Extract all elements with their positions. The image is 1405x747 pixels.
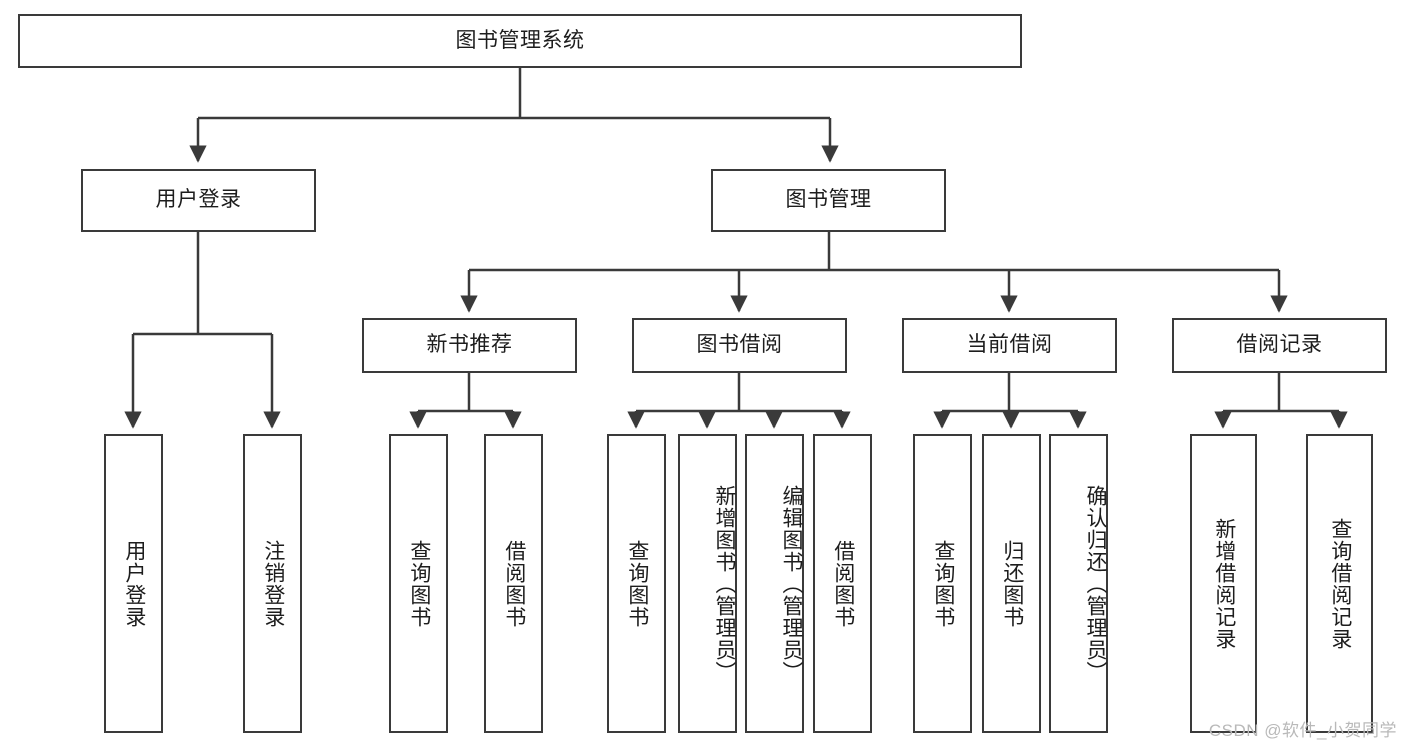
- node-label-root: 图书管理系统: [455, 28, 585, 52]
- node-label-leaf-query-book-2: 查询图书: [625, 539, 649, 628]
- node-user-login[interactable]: 用户登录: [81, 169, 316, 232]
- node-book-borrow[interactable]: 图书借阅: [632, 318, 847, 373]
- node-label-book-borrow: 图书借阅: [696, 333, 783, 357]
- node-leaf-query-book-1[interactable]: 查询图书: [389, 434, 448, 733]
- node-leaf-borrow-book-1[interactable]: 借阅图书: [484, 434, 543, 733]
- node-book-manage[interactable]: 图书管理: [711, 169, 946, 232]
- node-current-borrow[interactable]: 当前借阅: [902, 318, 1117, 373]
- node-leaf-query-record[interactable]: 查询借阅记录: [1306, 434, 1373, 733]
- node-leaf-add-record[interactable]: 新增借阅记录: [1190, 434, 1257, 733]
- node-label-leaf-borrow-book-1: 借阅图书: [502, 539, 526, 628]
- node-label-leaf-query-book-3: 查询图书: [931, 539, 955, 628]
- node-label-new-book-recommend: 新书推荐: [426, 333, 513, 357]
- watermark: CSDN @软件_小贺同学: [1208, 721, 1397, 740]
- node-label-leaf-confirm-return: 确认归还（管理员）: [1084, 484, 1107, 683]
- node-leaf-query-book-3[interactable]: 查询图书: [913, 434, 972, 733]
- node-leaf-query-book-2[interactable]: 查询图书: [607, 434, 666, 733]
- node-label-book-manage: 图书管理: [785, 188, 872, 212]
- node-borrow-record[interactable]: 借阅记录: [1172, 318, 1387, 373]
- node-leaf-add-book[interactable]: 新增图书（管理员）: [678, 434, 737, 733]
- node-leaf-user-login[interactable]: 用户登录: [104, 434, 163, 733]
- node-leaf-edit-book[interactable]: 编辑图书（管理员）: [745, 434, 804, 733]
- node-label-user-login: 用户登录: [155, 188, 242, 212]
- node-label-leaf-query-record: 查询借阅记录: [1328, 517, 1352, 650]
- node-label-leaf-add-book: 新增图书（管理员）: [713, 484, 736, 683]
- node-label-leaf-add-record: 新增借阅记录: [1212, 517, 1236, 650]
- node-leaf-borrow-book-2[interactable]: 借阅图书: [813, 434, 872, 733]
- node-leaf-confirm-return[interactable]: 确认归还（管理员）: [1049, 434, 1108, 733]
- node-label-leaf-user-login: 用户登录: [122, 539, 146, 628]
- node-label-leaf-edit-book: 编辑图书（管理员）: [780, 484, 803, 683]
- node-label-borrow-record: 借阅记录: [1236, 333, 1323, 357]
- node-leaf-logout[interactable]: 注销登录: [243, 434, 302, 733]
- node-label-current-borrow: 当前借阅: [966, 333, 1053, 357]
- node-label-leaf-borrow-book-2: 借阅图书: [831, 539, 855, 628]
- node-root[interactable]: 图书管理系统: [18, 14, 1022, 68]
- node-new-book-recommend[interactable]: 新书推荐: [362, 318, 577, 373]
- node-label-leaf-logout: 注销登录: [261, 539, 285, 628]
- node-label-leaf-query-book-1: 查询图书: [407, 539, 431, 628]
- node-label-leaf-return-book: 归还图书: [1000, 539, 1024, 628]
- node-leaf-return-book[interactable]: 归还图书: [982, 434, 1041, 733]
